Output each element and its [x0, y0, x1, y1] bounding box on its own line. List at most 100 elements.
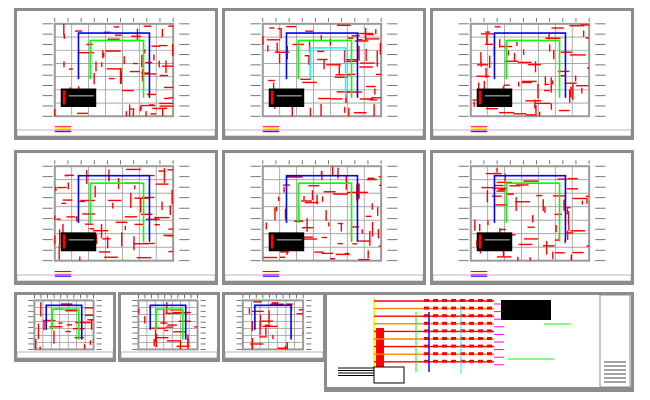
title-block	[432, 129, 632, 137]
breaker-symbol	[478, 299, 483, 302]
legend-swatch	[270, 234, 274, 249]
drawing-sheet	[14, 8, 218, 140]
breaker-symbol	[460, 329, 465, 333]
legend-swatch	[62, 234, 66, 249]
breaker-symbol	[424, 314, 429, 318]
breaker-symbol	[451, 359, 456, 363]
breaker-symbol	[487, 359, 492, 363]
breaker-symbol	[478, 321, 483, 325]
breaker-symbol	[442, 359, 447, 363]
building-outline	[53, 165, 175, 262]
breaker-symbol	[487, 352, 492, 356]
feeder-line	[149, 304, 187, 340]
breaker-symbol	[442, 329, 447, 333]
breaker-symbol	[433, 299, 438, 302]
breaker-symbol	[424, 359, 429, 363]
breaker-symbol	[442, 344, 447, 348]
breaker-symbol	[451, 299, 456, 302]
feeder-line	[77, 174, 151, 242]
drawing-sheet	[222, 150, 426, 285]
building-outline	[261, 165, 383, 262]
sheet-paper	[225, 153, 423, 280]
feeder-line	[493, 174, 567, 242]
building-outline	[137, 299, 199, 351]
feeder-line	[505, 39, 561, 98]
title-block	[120, 351, 218, 359]
breaker-symbol	[478, 352, 483, 356]
breaker-symbol	[469, 352, 474, 356]
feeder-line	[77, 32, 151, 98]
breaker-symbol	[442, 314, 447, 318]
title-block	[16, 351, 114, 359]
breaker-symbol	[478, 337, 483, 340]
title-block	[224, 129, 424, 137]
breaker-symbol	[424, 337, 429, 340]
breaker-symbol	[469, 314, 474, 318]
breaker-symbol	[478, 359, 483, 363]
sheet-paper	[433, 153, 631, 280]
breaker-symbol	[433, 314, 438, 318]
drawing-sheet	[14, 292, 116, 362]
legend-swatch	[478, 90, 482, 105]
title-block	[16, 274, 216, 282]
breaker-symbol	[487, 321, 492, 325]
breaker-symbol	[478, 344, 483, 348]
breaker-symbol	[487, 306, 492, 310]
breaker-symbol	[460, 359, 465, 363]
breaker-symbol	[487, 344, 492, 348]
breaker-symbol	[451, 352, 456, 356]
legend-box	[268, 88, 305, 107]
building-outline	[33, 299, 95, 351]
breaker-symbol	[433, 337, 438, 340]
breaker-symbol	[433, 329, 438, 333]
building-outline	[53, 22, 175, 118]
feeder-line	[51, 308, 80, 340]
breaker-symbol	[433, 321, 438, 325]
breaker-symbol	[460, 352, 465, 356]
feeder-line	[297, 182, 353, 242]
breaker-symbol	[424, 306, 429, 310]
sheet-paper	[17, 11, 215, 135]
title-block	[224, 274, 424, 282]
breaker-symbol	[487, 314, 492, 318]
riser-bus	[376, 328, 384, 373]
drawing-sheet	[324, 292, 634, 392]
breaker-symbol	[442, 352, 447, 356]
breaker-symbol	[487, 329, 492, 333]
sheet-paper	[17, 153, 215, 280]
breaker-symbol	[469, 321, 474, 325]
feeder-line	[505, 182, 561, 242]
legend-box	[476, 88, 513, 107]
breaker-symbol	[487, 337, 492, 340]
legend-swatch	[62, 90, 66, 105]
breaker-symbol	[451, 306, 456, 310]
feeder-line	[45, 304, 83, 340]
breaker-symbol	[424, 329, 429, 333]
sheet-paper	[121, 295, 217, 357]
drawing-sheet	[430, 150, 634, 285]
breaker-symbol	[460, 299, 465, 302]
breaker-symbol	[451, 314, 456, 318]
breaker-symbol	[433, 359, 438, 363]
legend-box	[476, 232, 513, 252]
building-outline	[469, 22, 591, 118]
breaker-symbol	[424, 352, 429, 356]
breaker-symbol	[469, 344, 474, 348]
breaker-symbol	[451, 344, 456, 348]
feeder-line	[285, 174, 359, 242]
breaker-symbol	[442, 306, 447, 310]
legend-box	[501, 300, 551, 320]
title-block	[16, 129, 216, 137]
legend-box	[268, 232, 305, 252]
drawing-sheet	[222, 8, 426, 140]
feeder-line	[309, 47, 347, 98]
breaker-symbol	[460, 314, 465, 318]
breaker-symbol	[487, 299, 492, 302]
breaker-symbol	[469, 329, 474, 333]
breaker-symbol	[478, 306, 483, 310]
feeder-line	[493, 32, 567, 98]
breaker-symbol	[469, 306, 474, 310]
legend-swatch	[478, 234, 482, 249]
drawing-sheet	[14, 150, 218, 285]
